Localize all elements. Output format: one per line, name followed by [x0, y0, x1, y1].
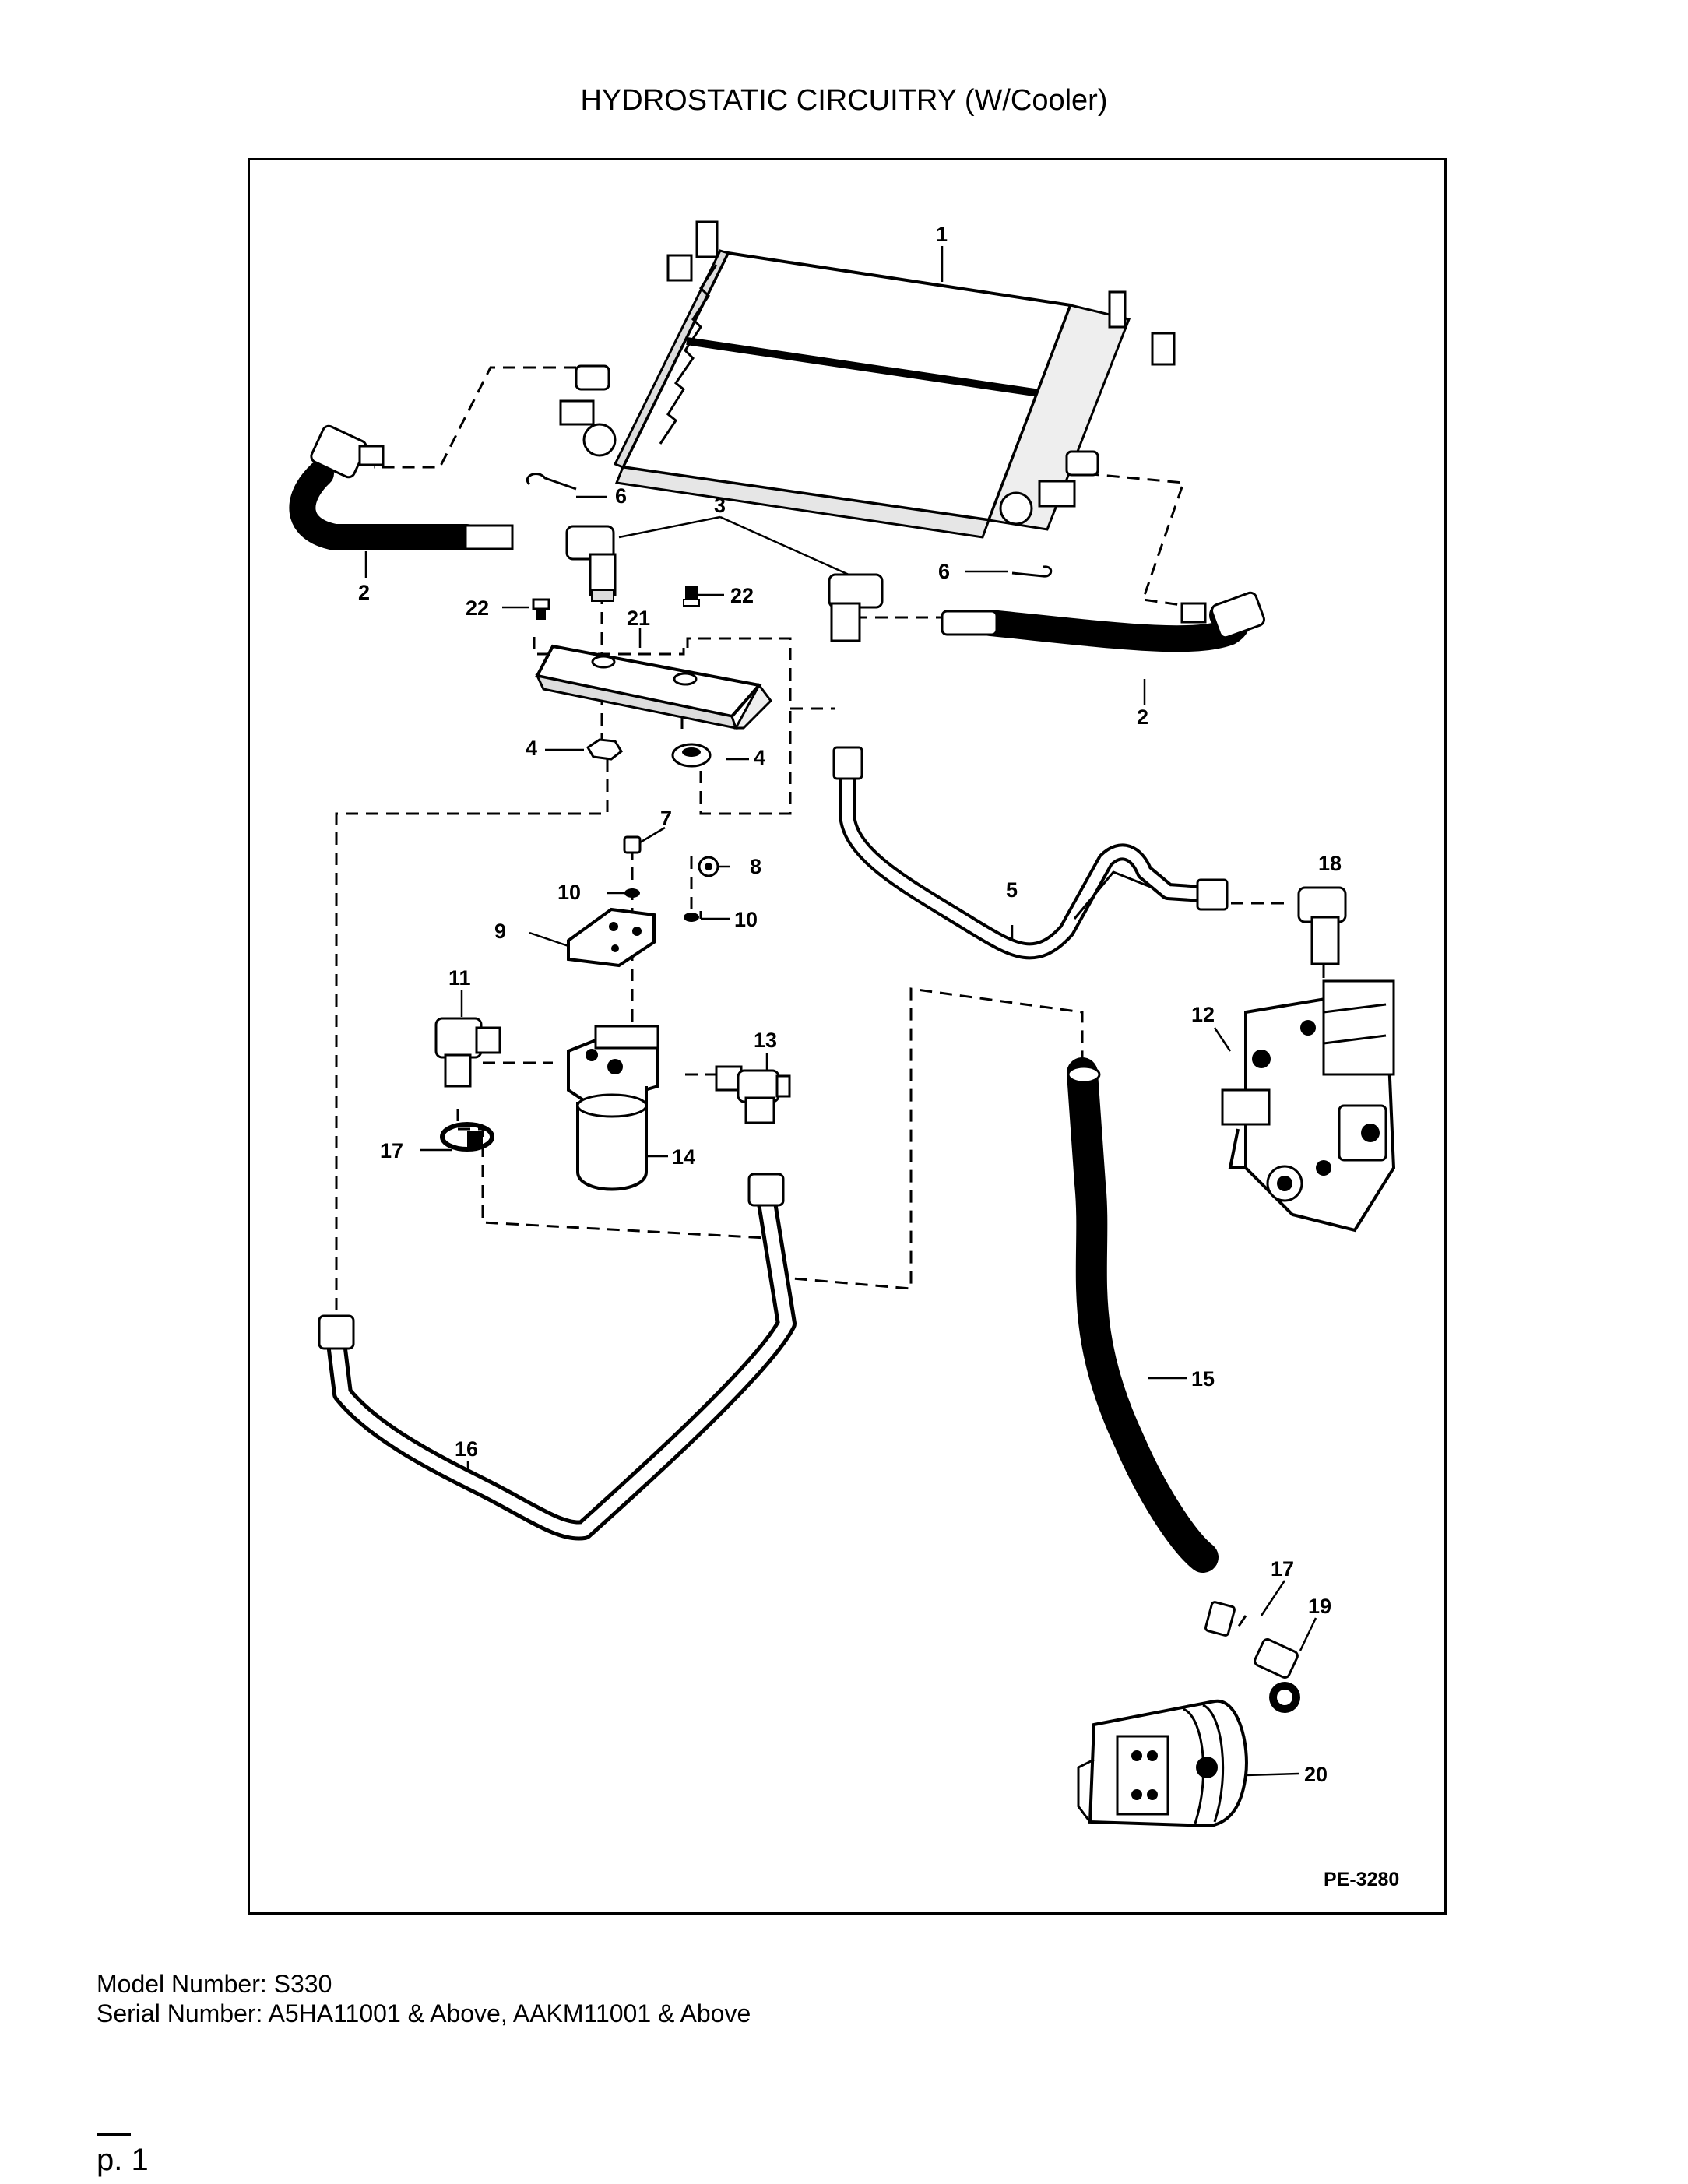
callout-leader-lines	[364, 246, 1317, 1777]
elbow-fitting-13	[715, 1065, 791, 1124]
callout-21: 21	[627, 607, 650, 630]
callout-22-right: 22	[730, 584, 754, 607]
elbow-fitting-19	[1254, 1638, 1300, 1713]
callout-4-right: 4	[754, 746, 765, 769]
filter-bracket	[567, 907, 656, 968]
mounting-bracket	[534, 644, 772, 730]
model-number: Model Number: S330	[97, 1970, 332, 1998]
callout-10-right: 10	[734, 908, 758, 931]
page-number-rule	[97, 2133, 131, 2136]
elbow-fitting-right	[828, 573, 884, 642]
tube-16	[318, 1173, 797, 1541]
hose-clamp-17-lower	[1204, 1601, 1236, 1637]
bolt-7	[623, 835, 642, 854]
assembly-dashed-lines	[335, 366, 1325, 1628]
callout-19: 19	[1308, 1595, 1331, 1618]
elbow-fitting-18	[1297, 886, 1347, 965]
callout-11: 11	[448, 966, 471, 990]
elbow-fitting-left	[565, 525, 617, 602]
nut-8	[698, 856, 719, 877]
callout-2-right: 2	[1137, 705, 1148, 729]
callout-9: 9	[494, 920, 506, 943]
callout-4-left: 4	[526, 737, 537, 760]
callout-15: 15	[1191, 1367, 1215, 1391]
tube-5	[832, 746, 1229, 960]
washer-10-right	[684, 913, 699, 922]
oil-cooler	[559, 220, 1176, 539]
page-title: HYDROSTATIC CIRCUITRY (W/Cooler)	[580, 84, 1108, 117]
callout-6-right: 6	[938, 560, 950, 583]
washer-10-left	[624, 888, 640, 898]
cotter-pin-right	[1011, 565, 1053, 578]
nut-left	[586, 738, 623, 761]
callout-6-left: 6	[615, 484, 627, 508]
hose-clamp-17-upper	[440, 1122, 494, 1152]
page-number: p. 1	[97, 2143, 149, 2177]
hydrostatic-pump-assembly	[1221, 979, 1396, 1233]
cooler-hose-right	[941, 591, 1265, 652]
bolt-left	[532, 598, 550, 620]
callout-5: 5	[1006, 878, 1018, 902]
callout-3: 3	[714, 494, 726, 517]
callout-22-left: 22	[466, 596, 489, 620]
elbow-fitting-11	[434, 1017, 501, 1088]
callout-17-lower: 17	[1271, 1557, 1294, 1581]
hydraulic-filter	[567, 1024, 659, 1191]
bolt-right	[683, 586, 700, 607]
hose-15	[1067, 1057, 1219, 1573]
callout-16: 16	[455, 1437, 478, 1461]
callout-17-upper: 17	[380, 1139, 403, 1162]
drawing-id: PE-3280	[1324, 1869, 1399, 1890]
callout-14: 14	[672, 1145, 695, 1169]
serial-number: Serial Number: A5HA11001 & Above, AAKM11…	[97, 1999, 751, 2027]
callout-2-left: 2	[358, 581, 370, 604]
callout-10-left: 10	[557, 881, 581, 904]
cotter-pin-left	[526, 473, 577, 491]
callout-8: 8	[750, 855, 761, 878]
callout-1: 1	[936, 223, 948, 246]
gear-pump	[1077, 1699, 1248, 1828]
callout-7: 7	[660, 807, 672, 830]
callout-18: 18	[1318, 852, 1342, 875]
callout-13: 13	[754, 1029, 777, 1052]
diagram-frame	[248, 158, 1447, 1915]
callout-20: 20	[1304, 1763, 1328, 1786]
cooler-hose-left	[289, 424, 514, 550]
callout-12: 12	[1191, 1003, 1215, 1026]
nut-right	[671, 743, 712, 768]
